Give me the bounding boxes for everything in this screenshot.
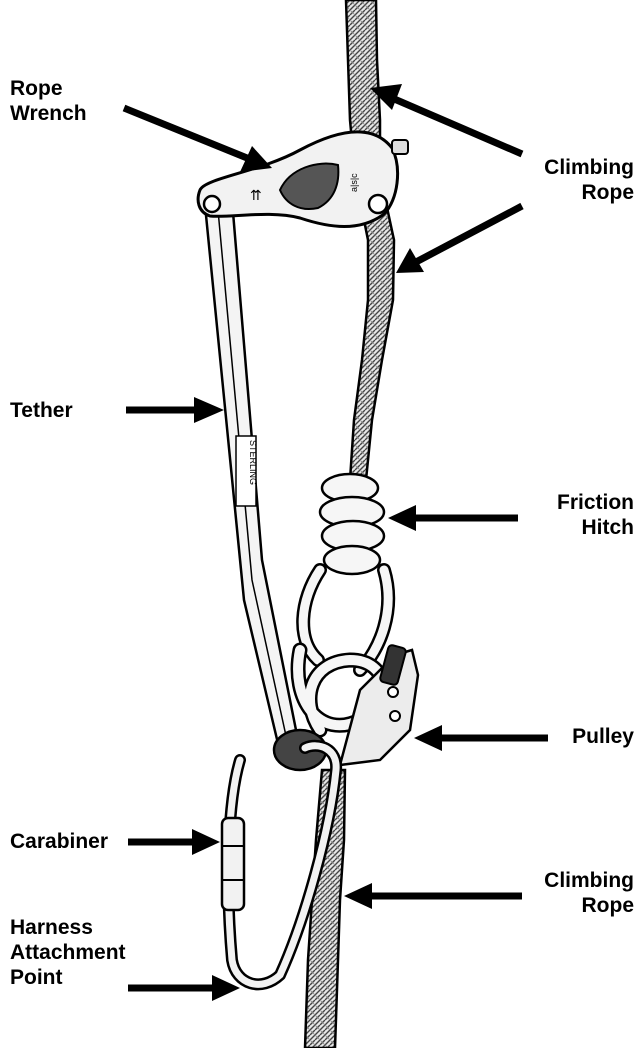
label-tether-line1: Tether — [10, 398, 73, 423]
label-pulley: Pulley — [572, 724, 634, 749]
wrench-bolt-right — [369, 195, 387, 213]
label-rope-wrench-line1: Rope — [10, 76, 87, 101]
arrow-tether — [126, 397, 224, 423]
label-friction-hitch-line1: Friction — [557, 490, 634, 515]
label-tether: Tether — [10, 398, 73, 423]
arrow-rope-wrench — [124, 108, 272, 172]
label-climbing-rope-bottom-line1: Climbing — [544, 868, 634, 893]
pulley-hole-bottom — [390, 711, 400, 721]
label-climbing-rope-top-line2: Rope — [544, 180, 634, 205]
label-friction-hitch-line2: Hitch — [557, 515, 634, 540]
label-carabiner-line1: Carabiner — [10, 829, 108, 854]
label-pulley-line1: Pulley — [572, 724, 634, 749]
label-climbing-rope-bottom: Climbing Rope — [544, 868, 634, 918]
label-climbing-rope-top-line1: Climbing — [544, 155, 634, 180]
arrow-climbing-rope-bottom — [344, 883, 522, 909]
label-friction-hitch: Friction Hitch — [557, 490, 634, 540]
climbing-rope-upper — [346, 0, 394, 480]
label-harness-attachment-line3: Point — [10, 965, 126, 990]
label-climbing-rope-top: Climbing Rope — [544, 155, 634, 205]
arrow-carabiner — [128, 829, 220, 855]
label-harness-attachment-line2: Attachment — [10, 940, 126, 965]
pulley-hole-top — [388, 687, 398, 697]
arrow-friction-hitch — [388, 505, 518, 531]
label-carabiner: Carabiner — [10, 829, 108, 854]
label-harness-attachment-line1: Harness — [10, 915, 126, 940]
wrench-bolt-left — [204, 196, 220, 212]
arrow-pulley — [414, 725, 548, 751]
tether: STERLING — [205, 200, 298, 752]
arrow-climbing-rope-top-lower — [396, 206, 522, 273]
wrench-mark-text: a|s|c — [349, 173, 359, 192]
wrench-pin — [392, 140, 408, 154]
carabiner-gate-sleeve — [222, 818, 244, 910]
tether-tag-text: STERLING — [248, 440, 258, 485]
rope-wrench: ⇈ a|s|c — [198, 132, 408, 227]
label-harness-attachment-point: Harness Attachment Point — [10, 915, 126, 998]
arrow-harness-attachment — [128, 975, 240, 1001]
wrench-arrows: ⇈ — [250, 187, 262, 203]
label-climbing-rope-bottom-line2: Rope — [544, 893, 634, 918]
label-rope-wrench: Rope Wrench — [10, 76, 87, 126]
label-rope-wrench-line2: Wrench — [10, 101, 87, 126]
